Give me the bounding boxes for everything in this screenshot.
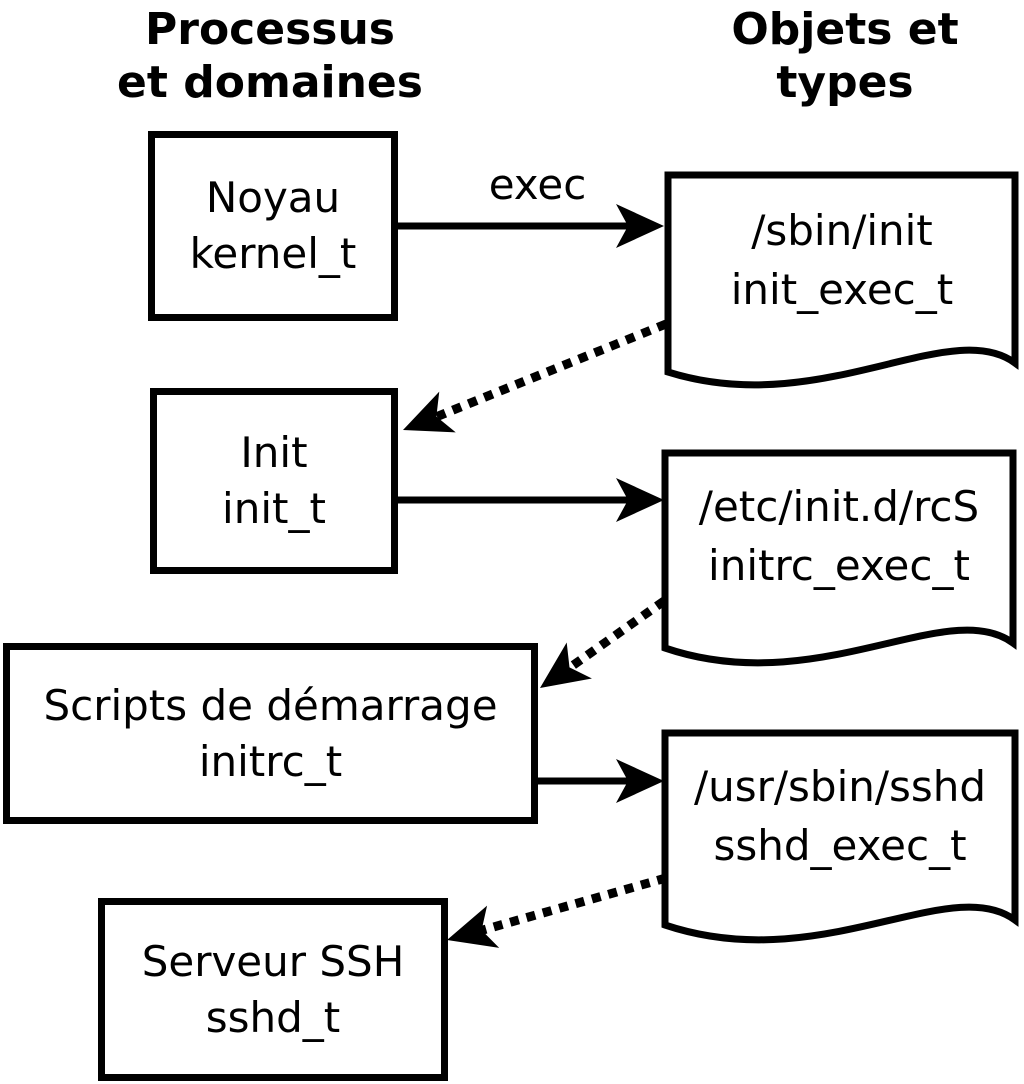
exec-arrow-label: exec bbox=[488, 160, 587, 209]
transition-arrow-to-sshd-line bbox=[474, 873, 668, 937]
column-header-objects-line2: types bbox=[776, 57, 914, 108]
column-header-objects: Objets et types bbox=[660, 3, 1024, 109]
object-label-etc-initd-rcs: /etc/init.d/rcS initrc_exec_t bbox=[668, 477, 1010, 595]
object-type-sbin-init: init_exec_t bbox=[730, 265, 954, 314]
process-type-sshd: sshd_t bbox=[205, 992, 341, 1042]
transition-arrowhead-to-init bbox=[394, 391, 456, 451]
transition-arrow-to-initrc-line bbox=[562, 597, 667, 675]
process-box-sshd: Serveur SSH sshd_t bbox=[98, 898, 448, 1081]
process-type-initrc: initrc_t bbox=[198, 736, 343, 786]
process-type-kernel: kernel_t bbox=[189, 229, 357, 278]
process-name-kernel: Noyau bbox=[205, 173, 341, 222]
document-shape-sbin-init bbox=[664, 171, 1019, 389]
object-type-usr-sbin-sshd: sshd_exec_t bbox=[713, 821, 967, 870]
object-path-usr-sbin-sshd: /usr/sbin/sshd bbox=[693, 762, 987, 811]
transition-arrow-to-init-line bbox=[429, 319, 668, 424]
process-name-sshd: Serveur SSH bbox=[141, 936, 405, 986]
transition-arrowhead-to-sshd bbox=[440, 905, 500, 962]
document-shape-usr-sbin-sshd bbox=[661, 729, 1019, 944]
column-header-processes-line1: Processus bbox=[145, 4, 395, 55]
process-name-initrc: Scripts de démarrage bbox=[43, 680, 498, 730]
object-path-etc-initd-rcs: /etc/init.d/rcS bbox=[698, 482, 980, 531]
process-name-init: Init bbox=[240, 428, 308, 477]
object-type-etc-initd-rcs: initrc_exec_t bbox=[708, 541, 970, 590]
process-box-initrc: Scripts de démarrage initrc_t bbox=[3, 643, 538, 824]
process-type-init: init_t bbox=[222, 484, 326, 533]
column-header-objects-line1: Objets et bbox=[731, 4, 959, 55]
document-shape-etc-initd-rcs bbox=[661, 449, 1017, 667]
object-label-usr-sbin-sshd: /usr/sbin/sshd sshd_exec_t bbox=[668, 757, 1012, 875]
process-box-kernel: Noyau kernel_t bbox=[148, 131, 398, 321]
object-path-sbin-init: /sbin/init bbox=[751, 206, 933, 255]
object-label-sbin-init: /sbin/init init_exec_t bbox=[672, 201, 1012, 319]
column-header-processes: Processus et domaines bbox=[75, 3, 465, 109]
process-box-init: Init init_t bbox=[150, 388, 398, 574]
column-header-processes-line2: et domaines bbox=[117, 57, 423, 108]
